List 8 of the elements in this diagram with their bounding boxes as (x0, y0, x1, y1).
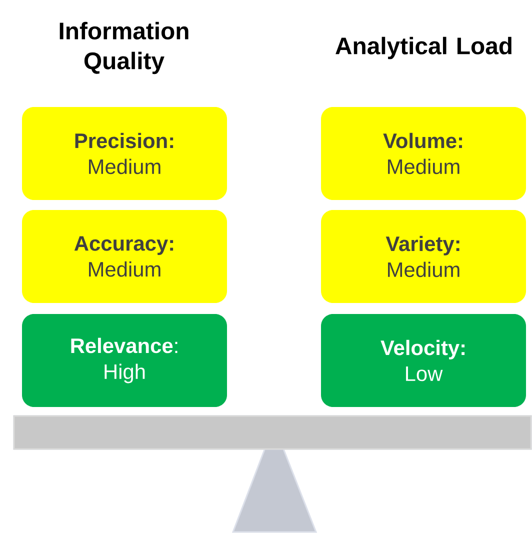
rating-box: Volume: Medium (321, 107, 526, 200)
column-heading: Analytical Load (336, 36, 512, 60)
rating-box: Precision: Medium (22, 107, 227, 200)
rating-box: Relevance: High (22, 314, 227, 407)
column-heading: Information Quality (60, 22, 188, 74)
rating-box: Accuracy: Medium (22, 210, 227, 303)
rating-box: Variety: Medium (321, 210, 526, 303)
rating-box: Velocity: Low (321, 314, 526, 407)
